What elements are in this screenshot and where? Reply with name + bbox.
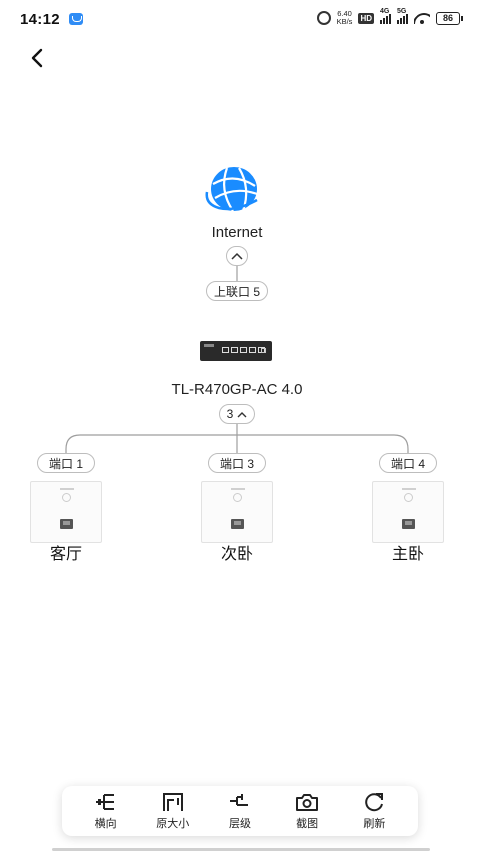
- port-badge-4: 端口 4: [379, 453, 437, 473]
- status-indicators: 6.40 KB/s HD 4G 5G 86: [316, 8, 463, 26]
- original-size-label: 原大小: [156, 818, 190, 830]
- hd-badge: HD: [358, 12, 374, 24]
- port-badge-3: 端口 3: [208, 453, 266, 473]
- internet-label: Internet: [211, 224, 263, 241]
- signal-4g-icon: 4G: [380, 8, 391, 24]
- refresh-button[interactable]: 刷新: [346, 791, 402, 831]
- horizontal-layout-icon: [95, 794, 114, 810]
- child-count: 3: [226, 407, 234, 421]
- back-button[interactable]: [24, 44, 52, 72]
- access-point-living-room[interactable]: [30, 481, 102, 543]
- gesture-navigation-bar: [52, 848, 430, 851]
- router-device-image[interactable]: [200, 341, 272, 361]
- screenshot-button[interactable]: 截图: [279, 791, 335, 831]
- port-badge-1: 端口 1: [37, 453, 95, 473]
- access-point-master-bedroom[interactable]: [372, 481, 444, 543]
- chevron-up-icon: [237, 411, 247, 417]
- chevron-up-icon: [231, 252, 243, 260]
- battery-icon: 86: [436, 11, 463, 25]
- wifi-icon: [414, 12, 430, 24]
- network-speed-value: 6.40: [337, 9, 352, 18]
- horizontal-label: 横向: [94, 818, 117, 830]
- refresh-label: 刷新: [363, 818, 386, 830]
- hierarchy-button[interactable]: 层级: [212, 791, 268, 831]
- app-notification-icon: [69, 13, 83, 25]
- camera-icon: [296, 794, 319, 811]
- collapse-children-button[interactable]: 3: [219, 404, 255, 424]
- alarm-icon: [316, 11, 331, 25]
- original-size-button[interactable]: 原大小: [145, 791, 201, 831]
- room-label-living-room: 客厅: [49, 546, 82, 563]
- internet-globe-icon[interactable]: [205, 164, 263, 214]
- signal-5g-label: 5G: [397, 8, 407, 15]
- network-speed-unit: KB/s: [336, 17, 353, 26]
- room-label-second-bedroom: 次卧: [220, 546, 253, 563]
- status-time: 14:12: [20, 11, 60, 28]
- horizontal-button[interactable]: 横向: [78, 791, 134, 831]
- uplink-port-badge: 上联口 5: [206, 281, 268, 301]
- collapse-internet-button[interactable]: [226, 246, 248, 266]
- chevron-left-icon: [31, 48, 43, 68]
- bottom-toolbar: 横向 原大小 层级 截图 刷新: [62, 786, 418, 836]
- room-label-master-bedroom: 主卧: [391, 546, 424, 563]
- access-point-second-bedroom[interactable]: [201, 481, 273, 543]
- signal-4g-label: 4G: [380, 8, 390, 15]
- status-bar: 14:12 6.40 KB/s HD 4G 5G 86: [0, 0, 480, 40]
- original-size-icon: [162, 793, 183, 811]
- network-speed: 6.40 KB/s: [337, 10, 353, 26]
- router-name: TL-R470GP-AC 4.0: [171, 381, 303, 398]
- screenshot-label: 截图: [296, 818, 319, 830]
- refresh-icon: [365, 793, 384, 812]
- signal-5g-icon: 5G: [397, 8, 408, 24]
- hierarchy-icon: [229, 794, 248, 806]
- hierarchy-label: 层级: [228, 818, 251, 830]
